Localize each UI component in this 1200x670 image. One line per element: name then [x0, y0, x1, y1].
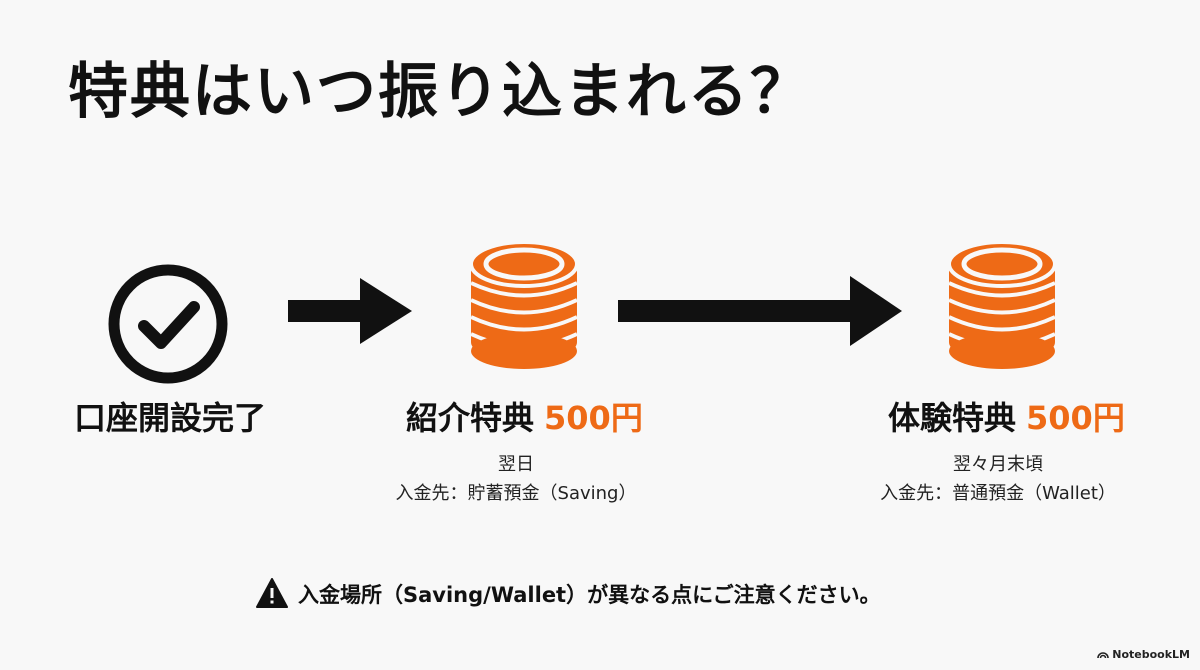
payment-timing: 翌日	[498, 454, 534, 475]
warning-icon	[256, 578, 288, 608]
coin-stack-icon	[947, 240, 1057, 369]
bonus-amount: 500円	[1026, 399, 1125, 437]
coin-stack-icon	[469, 240, 579, 369]
step-label-text: 体験特典	[888, 399, 1017, 437]
bonus-amount: 500円	[544, 399, 643, 437]
page-title: 特典はいつ振り込まれる？	[68, 57, 812, 127]
brand-text: NotebookLM	[1112, 648, 1190, 661]
notice-text: 入金場所（Saving/Wallet）が異なる点にご注意ください。	[298, 583, 881, 607]
trial-bonus-details: 翌々月末頃 入金先：普通預金（Wallet）	[838, 450, 1158, 508]
deposit-destination: 入金先：貯蓄預金（Saving）	[395, 483, 637, 504]
notice: 入金場所（Saving/Wallet）が異なる点にご注意ください。	[256, 578, 881, 612]
notebooklm-logo-icon	[1097, 652, 1110, 659]
step-label-text: 紹介特典	[406, 399, 535, 437]
arrow-right-long-icon	[618, 276, 902, 346]
brand-watermark: NotebookLM	[1097, 648, 1190, 662]
payment-timing: 翌々月末頃	[953, 454, 1043, 475]
check-circle-icon	[108, 264, 228, 384]
step-label-account-opened: 口座開設完了	[74, 398, 266, 438]
arrow-right-icon	[288, 278, 412, 344]
referral-bonus-details: 翌日 入金先：貯蓄預金（Saving）	[356, 450, 676, 508]
step-label-text: 口座開設完了	[74, 399, 267, 437]
deposit-destination: 入金先：普通預金（Wallet）	[880, 483, 1116, 504]
